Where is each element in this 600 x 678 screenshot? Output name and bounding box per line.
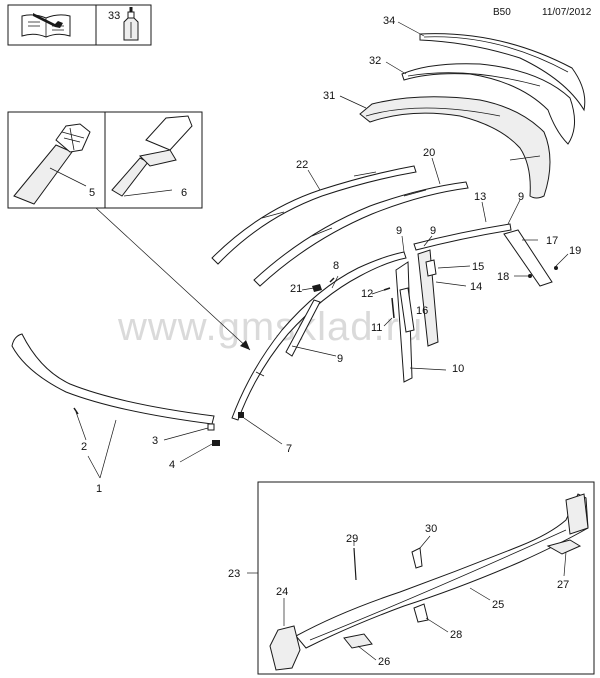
callout-16: 16 xyxy=(416,305,428,317)
pillar-15 xyxy=(425,259,437,277)
roof-molding-20 xyxy=(253,181,469,287)
callout-15: 15 xyxy=(472,261,484,273)
roof-spoiler-32 xyxy=(401,63,575,145)
callout-20: 20 xyxy=(423,147,435,159)
legend-box: 33 xyxy=(7,4,152,46)
roof-molding-22 xyxy=(211,165,417,265)
adhesive-tube-icon xyxy=(123,7,139,41)
callout-34: 34 xyxy=(383,15,395,27)
clip-11 xyxy=(391,297,395,319)
clip-12 xyxy=(383,287,391,291)
callout-25: 25 xyxy=(492,599,504,611)
clip-28 xyxy=(413,603,429,623)
callout-19: 19 xyxy=(569,245,581,257)
callout-10: 10 xyxy=(452,363,464,375)
callout-9-lower: 9 xyxy=(337,353,343,365)
clip-27 xyxy=(546,539,582,555)
drip-molding-8 xyxy=(231,251,407,421)
watermark: www.gmsklad.ru xyxy=(117,305,423,349)
clip-4 xyxy=(212,440,220,446)
callout-12: 12 xyxy=(361,288,373,300)
callout-13: 13 xyxy=(474,191,486,203)
diagram-code: B50 xyxy=(493,7,511,18)
clip-19 xyxy=(554,266,558,270)
callout-18: 18 xyxy=(497,271,509,283)
callout-9-upper: 9 xyxy=(396,225,402,237)
roof-spoiler-31 xyxy=(359,96,551,199)
callout-14: 14 xyxy=(470,281,482,293)
rocker-panel-box: 23 24 26 27 28 29 30 25 xyxy=(228,481,595,675)
clip-21 xyxy=(312,284,322,292)
callout-23: 23 xyxy=(228,568,240,580)
callout-6: 6 xyxy=(181,187,187,199)
callout-27: 27 xyxy=(557,579,569,591)
callout-4: 4 xyxy=(169,459,175,471)
callout-1: 1 xyxy=(96,483,102,495)
bolt-29 xyxy=(353,547,357,581)
clip-7 xyxy=(238,412,244,418)
callout-22: 22 xyxy=(296,159,308,171)
callout-31: 31 xyxy=(323,90,335,102)
rocker-panel-25 xyxy=(295,493,589,649)
pillar-molding-14 xyxy=(417,249,439,347)
trim-17 xyxy=(503,229,553,287)
clip-26 xyxy=(343,633,373,649)
diagram-date: 11/07/2012 xyxy=(542,7,592,18)
callout-28: 28 xyxy=(450,629,462,641)
roof-spoiler-34 xyxy=(419,33,586,112)
detail-box: 5 6 xyxy=(7,111,203,209)
callout-29: 29 xyxy=(346,533,358,545)
callout-9-door: 9 xyxy=(430,225,436,237)
detail-arrow xyxy=(95,207,251,351)
callout-8: 8 xyxy=(333,260,339,272)
windshield-molding-1 xyxy=(11,333,215,425)
molding-9-a xyxy=(285,299,321,357)
clip-8-pin xyxy=(329,277,335,283)
callout-26: 26 xyxy=(378,656,390,668)
callout-21: 21 xyxy=(290,283,302,295)
callout-32: 32 xyxy=(369,55,381,67)
molding-9-b xyxy=(413,223,512,251)
clip-3 xyxy=(207,423,215,431)
callout-5: 5 xyxy=(89,187,95,199)
callout-3: 3 xyxy=(152,435,158,447)
callout-17: 17 xyxy=(546,235,558,247)
callout-9-rear: 9 xyxy=(518,191,524,203)
leader-lines xyxy=(75,21,569,479)
callout-24: 24 xyxy=(276,586,288,598)
clip-30 xyxy=(411,547,423,569)
callout-7: 7 xyxy=(286,443,292,455)
callout-2: 2 xyxy=(81,441,87,453)
legend-callout-33: 33 xyxy=(108,10,120,22)
manual-wrench-icon xyxy=(21,13,71,38)
pillar-16 xyxy=(399,287,415,333)
end-cap-24 xyxy=(269,625,301,671)
clip-18 xyxy=(528,274,532,278)
clip-2 xyxy=(73,407,79,415)
callout-30: 30 xyxy=(425,523,437,535)
callout-11: 11 xyxy=(371,322,382,334)
